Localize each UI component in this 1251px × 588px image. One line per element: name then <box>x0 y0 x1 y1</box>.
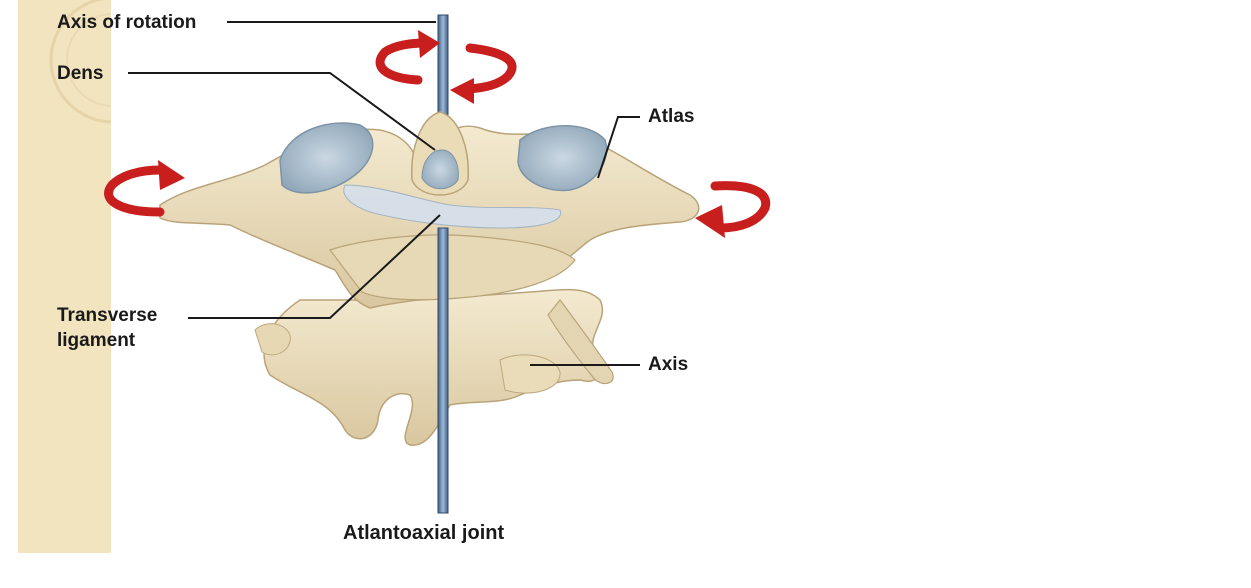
transverse-ligament <box>343 184 562 229</box>
leader-lines <box>128 21 640 366</box>
transverse-ligament-label-line1: Transverse <box>57 305 158 326</box>
dens-label: Dens <box>57 63 104 84</box>
decorative-rings <box>49 0 111 124</box>
left-facet <box>279 122 374 194</box>
rotation-arrow-left <box>104 165 165 217</box>
axis-label: Axis <box>648 354 689 375</box>
arrowhead-left <box>158 160 185 190</box>
arrowhead-right <box>695 205 725 238</box>
transverse-ligament-label-line2: ligament <box>57 330 136 351</box>
axis-vertebra <box>254 288 614 446</box>
rotation-arrow-top <box>375 38 517 94</box>
arrowhead-top-left <box>418 30 440 58</box>
leader-transverse <box>188 214 441 319</box>
dens <box>411 111 469 196</box>
leader-atlas <box>597 116 640 179</box>
rotation-rod-front <box>437 227 449 514</box>
arrowhead-top-right <box>450 78 474 104</box>
figure-caption: Atlantoaxial joint <box>343 522 505 544</box>
rotation-arrow-right <box>710 181 771 233</box>
atlas-label: Atlas <box>648 106 695 127</box>
side-band <box>18 0 111 553</box>
axis-of-rotation-label: Axis of rotation <box>57 12 197 33</box>
leader-dens <box>128 72 436 151</box>
